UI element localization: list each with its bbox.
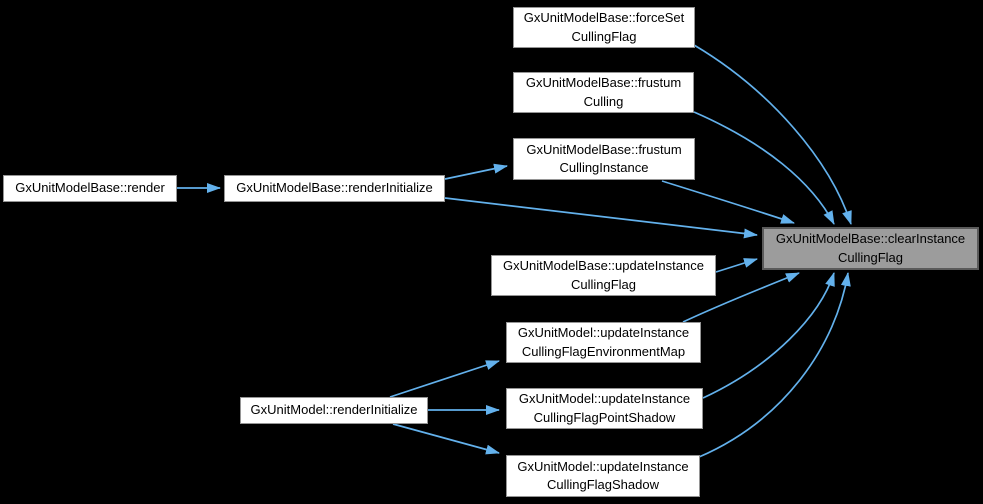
edge-forcesetcullingflag-to-clearinstancecullingflag <box>693 44 852 225</box>
node-gxunitmodelbase-frustumculling[interactable]: GxUnitModelBase::frustum Culling <box>513 72 694 113</box>
node-gxunitmodelbase-render[interactable]: GxUnitModelBase::render <box>3 175 177 202</box>
edge-updateinstancecullingflagenvironmentmap-to-clearinstancecullingflag <box>682 272 800 323</box>
node-gxunitmodelbase-renderinitialize[interactable]: GxUnitModelBase::renderInitialize <box>224 175 445 202</box>
edge-updateinstancecullingflag-to-clearinstancecullingflag <box>715 258 758 273</box>
edge-model-renderinitialize-to-shadow <box>392 423 500 455</box>
edge-frustumculling-to-clearinstancecullingflag <box>693 111 835 225</box>
node-gxunitmodel-renderinitialize[interactable]: GxUnitModel::renderInitialize <box>240 397 428 424</box>
node-gxunitmodelbase-forcesetcullingflag[interactable]: GxUnitModelBase::forceSet CullingFlag <box>513 7 695 48</box>
node-gxunitmodelbase-frustumcullinginstance[interactable]: GxUnitModelBase::frustum CullingInstance <box>513 138 695 180</box>
edge-model-renderinitialize-to-envmap <box>389 360 500 398</box>
edge-updateinstancecullingflagpointshadow-to-clearinstancecullingflag <box>702 272 835 399</box>
node-gxunitmodel-updateinstancecullingflagenvironmentmap[interactable]: GxUnitModel::updateInstance CullingFlagE… <box>506 322 701 363</box>
edge-renderinitialize-to-clearinstancecullingflag <box>444 197 758 239</box>
node-gxunitmodelbase-updateinstancecullingflag[interactable]: GxUnitModelBase::updateInstance CullingF… <box>491 255 716 296</box>
node-gxunitmodel-updateinstancecullingflagshadow[interactable]: GxUnitModel::updateInstance CullingFlagS… <box>506 455 700 497</box>
node-gxunitmodelbase-clearinstancecullingflag: GxUnitModelBase::clearInstance CullingFl… <box>762 227 979 270</box>
node-gxunitmodel-updateinstancecullingflagpointshadow[interactable]: GxUnitModel::updateInstance CullingFlagP… <box>506 388 703 429</box>
edge-updateinstancecullingflagshadow-to-clearinstancecullingflag <box>698 272 851 458</box>
edge-frustumcullinginstance-to-clearinstancecullingflag <box>661 180 795 224</box>
edge-renderinitialize-to-frustumcullinginstance <box>444 163 508 180</box>
